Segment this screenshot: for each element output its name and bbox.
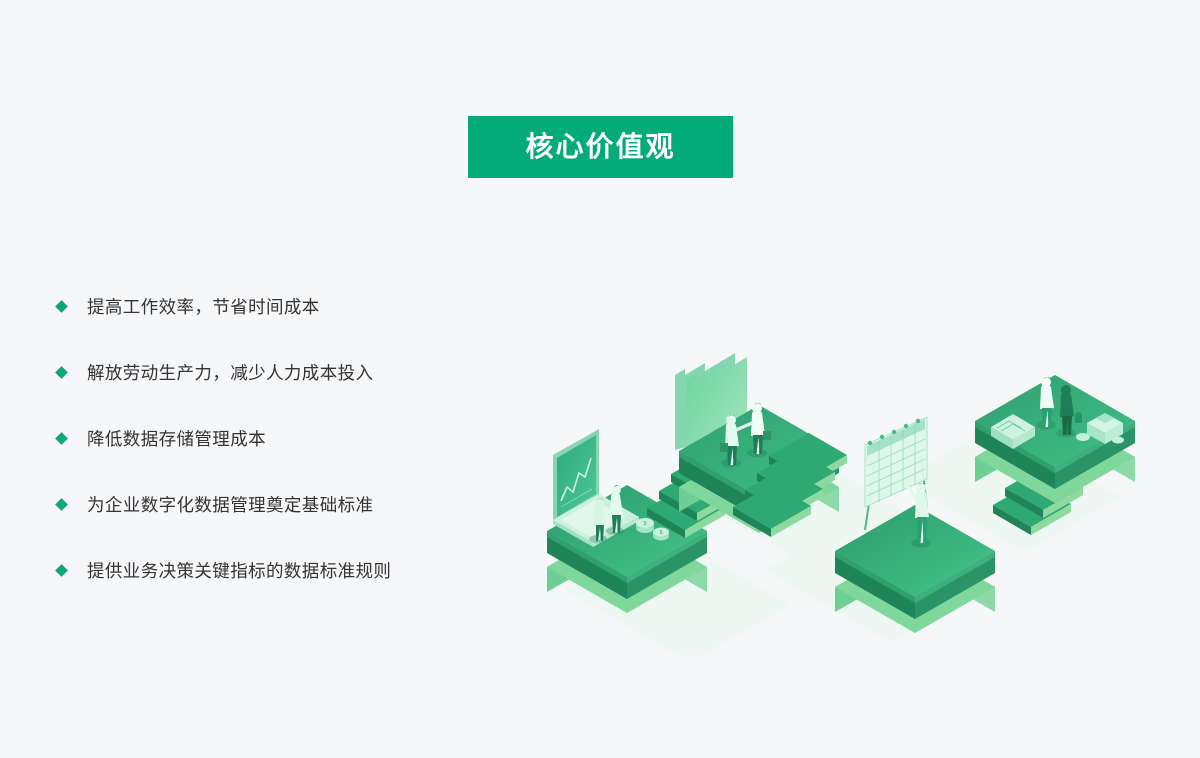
list-item-label: 提高工作效率，节省时间成本 — [87, 296, 320, 317]
person-figure — [589, 498, 607, 543]
person-figure — [905, 483, 931, 548]
isometric-platforms-illustration: $ $ — [535, 325, 1155, 655]
svg-text:$: $ — [644, 521, 647, 527]
platform-schedule — [835, 416, 995, 633]
list-item-label: 提供业务决策关键指标的数据标准规则 — [87, 560, 392, 581]
stairs-2 — [733, 433, 847, 537]
diamond-bullet-icon — [55, 299, 68, 313]
list-item: 解放劳动生产力，减少人力成本投入 — [55, 352, 525, 392]
svg-text:$: $ — [660, 530, 663, 536]
coin-stack-icon: $ $ — [636, 518, 669, 541]
diamond-bullet-icon — [55, 563, 68, 577]
page-title: 核心价值观 — [525, 131, 676, 162]
diamond-bullet-icon — [55, 431, 68, 445]
handshake-people — [720, 403, 771, 468]
list-item: 为企业数字化数据管理奠定基础标准 — [55, 484, 525, 524]
diamond-bullet-icon — [55, 365, 68, 379]
list-item: 提供业务决策关键指标的数据标准规则 — [55, 550, 525, 590]
list-item: 降低数据存储管理成本 — [55, 418, 525, 458]
money-stack-icon — [991, 414, 1035, 449]
person-figure — [1036, 377, 1056, 430]
diamond-bullet-icon — [55, 497, 68, 511]
page-title-banner: 核心价值观 — [468, 116, 733, 178]
list-item: 提高工作效率，节省时间成本 — [55, 286, 525, 326]
laptop-chart-icon — [553, 429, 639, 547]
list-item-label: 为企业数字化数据管理奠定基础标准 — [87, 494, 374, 515]
person-figure — [606, 485, 624, 535]
calendar-board-icon — [864, 416, 928, 531]
list-item-label: 降低数据存储管理成本 — [87, 428, 266, 449]
person-figure — [1056, 385, 1082, 438]
core-values-list: 提高工作效率，节省时间成本 解放劳动生产力，减少人力成本投入 降低数据存储管理成… — [55, 286, 525, 590]
list-item-label: 解放劳动生产力，减少人力成本投入 — [87, 362, 374, 383]
package-boxes-icon — [1076, 413, 1124, 444]
platform-delivery — [975, 375, 1135, 503]
